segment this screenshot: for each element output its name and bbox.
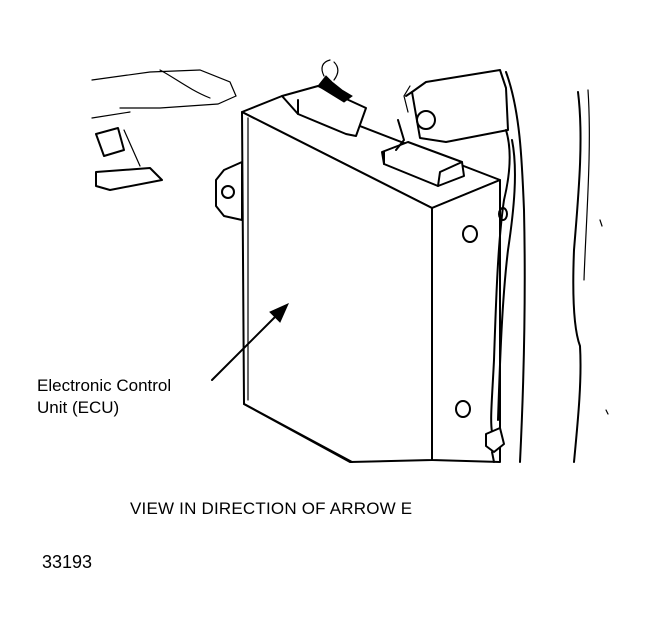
ecu-leader-arrow — [211, 303, 289, 381]
connector-top-right — [381, 141, 465, 187]
ecu-label-line-1: Electronic Control — [37, 376, 172, 395]
body-panel-right — [505, 71, 609, 463]
mounting-bracket-left — [215, 161, 243, 221]
figure-caption: VIEW IN DIRECTION OF ARROW E — [130, 499, 413, 518]
ecu-box — [241, 95, 501, 463]
pedal-bracket-drawing — [91, 69, 237, 191]
figure-number: 33193 — [42, 552, 93, 572]
connector-top-left — [281, 59, 367, 137]
ground-strap-cable — [485, 129, 516, 463]
ecu-label-line-2: Unit (ECU) — [37, 398, 120, 417]
mounting-arm-right — [395, 69, 509, 151]
